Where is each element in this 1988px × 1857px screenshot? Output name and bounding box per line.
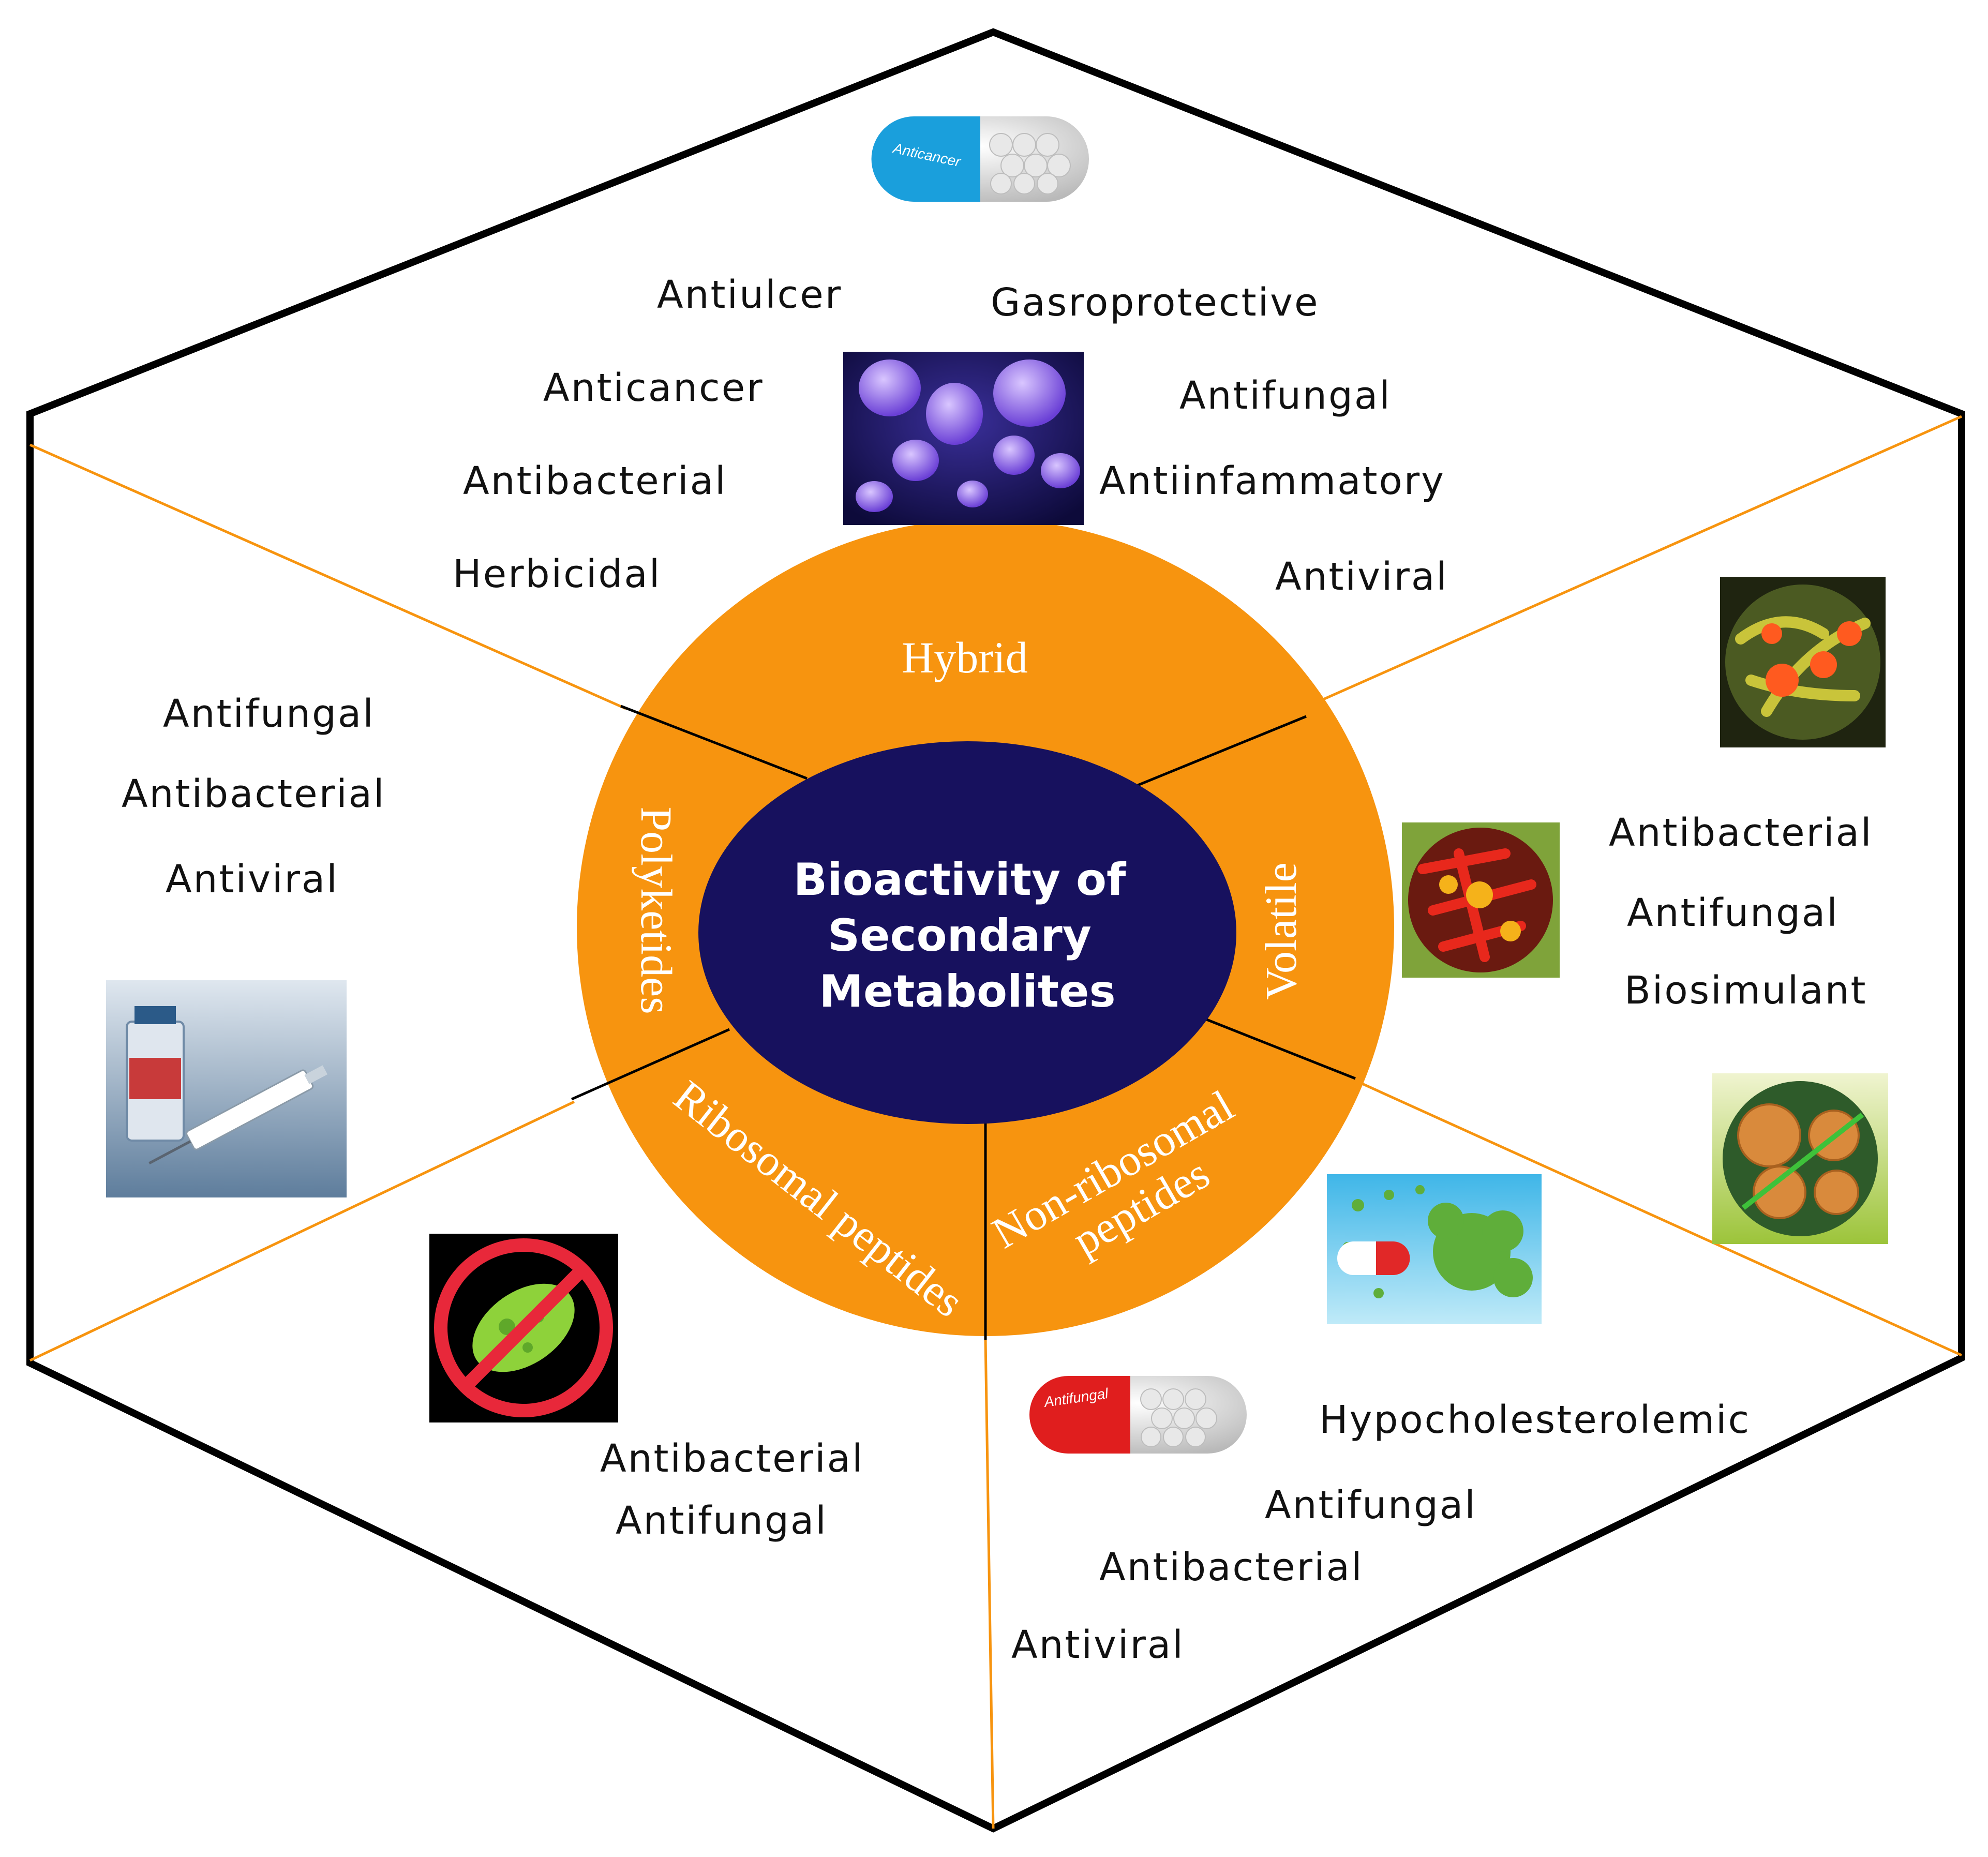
svg-text:Antifungal: Antifungal <box>616 1499 828 1543</box>
orange-spores-picture <box>1712 1073 1888 1244</box>
center-title: Bioactivity of Secondary Metabolites <box>794 854 1142 1017</box>
svg-text:Antiviral: Antiviral <box>1011 1623 1185 1667</box>
segment-label-polyketides: Polyketides <box>632 806 681 1014</box>
activities-left: Antifungal Antibacterial Antiviral <box>122 692 386 902</box>
svg-text:Antibacterial: Antibacterial <box>122 772 386 816</box>
purple-microbes-picture <box>843 352 1084 525</box>
segment-label-hybrid: Hybrid <box>902 633 1028 682</box>
svg-text:Antibacterial: Antibacterial <box>1609 811 1873 855</box>
svg-text:Antiviral: Antiviral <box>166 857 339 902</box>
svg-text:Anticancer: Anticancer <box>543 366 764 410</box>
ring-dividers <box>571 705 1356 1340</box>
activities-bottom-left: Antibacterial Antifungal <box>600 1436 864 1543</box>
svg-text:Gasroprotective: Gasroprotective <box>991 280 1319 325</box>
anticancer-capsule-icon: Anticancer <box>871 116 1089 202</box>
svg-text:Antiulcer: Antiulcer <box>657 273 842 317</box>
svg-text:Antibacterial: Antibacterial <box>600 1436 864 1481</box>
antifungal-capsule-icon: Antifungal <box>1029 1376 1247 1454</box>
svg-text:Herbicidal: Herbicidal <box>453 552 661 596</box>
activities-top-left: Antiulcer Anticancer Antibacterial Herbi… <box>453 273 842 596</box>
svg-text:Biosimulant: Biosimulant <box>1624 968 1867 1013</box>
center-ellipse <box>698 741 1236 1124</box>
activities-right: Antibacterial Antifungal Biosimulant <box>1609 811 1873 1013</box>
activities-top-right: Gasroprotective Antifungal Antiinfammato… <box>991 280 1448 599</box>
fungal-spores-picture <box>1720 577 1886 747</box>
svg-text:Antifungal: Antifungal <box>1179 373 1392 418</box>
svg-text:Antibacterial: Antibacterial <box>1099 1545 1364 1590</box>
svg-text:Antibacterial: Antibacterial <box>463 459 727 503</box>
no-bacteria-icon <box>429 1234 618 1422</box>
activities-bottom-right: Hypocholesterolemic Antifungal Antibacte… <box>1011 1398 1751 1667</box>
sector-dividers <box>29 415 1963 1829</box>
svg-text:Antifungal: Antifungal <box>1627 891 1839 935</box>
segment-label-volatile: Volatile <box>1256 862 1306 1000</box>
svg-text:Antifungal: Antifungal <box>1265 1483 1477 1527</box>
red-bacteria-picture <box>1402 822 1560 978</box>
drug-molecules-picture <box>1327 1174 1542 1324</box>
svg-text:Antiinfammatory: Antiinfammatory <box>1099 459 1445 503</box>
vaccine-syringe-picture <box>106 980 347 1197</box>
svg-text:Hypocholesterolemic: Hypocholesterolemic <box>1319 1398 1751 1442</box>
svg-text:Antifungal: Antifungal <box>163 692 375 736</box>
svg-text:Antiviral: Antiviral <box>1275 555 1448 599</box>
